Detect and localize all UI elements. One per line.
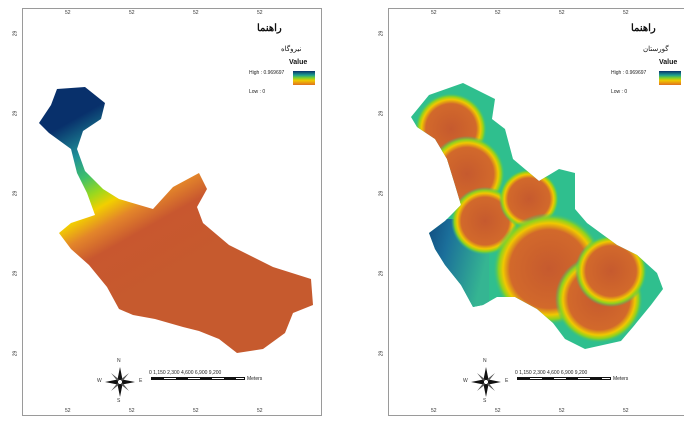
scale-unit: Meters: [247, 376, 263, 382]
legend-layer-name: گورستان: [643, 46, 669, 53]
tick-bottom: 52: [495, 408, 501, 414]
scale-bar-labels: 0 1,150 2,300 4,600 6,900 9,200: [515, 370, 588, 376]
tick-bottom: 52: [193, 408, 199, 414]
legend-title: راهنما: [257, 23, 282, 34]
tick-side: 29: [12, 270, 19, 277]
tick-bottom: 52: [623, 408, 629, 414]
tick-side: 29: [12, 110, 19, 117]
map-panel-power-plant: 52 52 52 52 52 52 52 52 29 29 29 29 29 ر…: [12, 8, 322, 416]
map-panel-cemetery: 52 52 52 52 52 52 52 52 29 29 29 29 29 ر…: [378, 8, 684, 416]
legend-title: راهنما: [631, 23, 656, 34]
north-arrow-icon: [105, 367, 135, 397]
legend-layer-name: نیروگاه: [281, 46, 302, 53]
scale-bar: [517, 377, 611, 380]
tick-top: 52: [193, 10, 199, 16]
compass-e: E: [505, 378, 509, 384]
scale-bar-labels: 0 1,150 2,300 4,600 6,900 9,200: [149, 370, 222, 376]
tick-top: 52: [495, 10, 501, 16]
tick-side: 29: [378, 270, 385, 277]
scale-unit: Meters: [613, 376, 629, 382]
legend-value-label: Value: [659, 59, 678, 66]
tick-top: 52: [257, 10, 263, 16]
heatmap-power-plant: [39, 87, 313, 353]
tick-bottom: 52: [65, 408, 71, 414]
legend-high: High : 0.969697: [249, 70, 285, 76]
legend-low: Low : 0: [249, 89, 266, 95]
tick-bottom: 52: [257, 408, 263, 414]
tick-bottom: 52: [559, 408, 565, 414]
tick-top: 52: [65, 10, 71, 16]
tick-side: 29: [378, 30, 385, 37]
heatmap-cemetery: [411, 83, 663, 349]
tick-side: 29: [12, 30, 19, 37]
compass-n: N: [483, 358, 487, 364]
compass-w: W: [463, 378, 468, 384]
tick-side: 29: [378, 190, 385, 197]
north-arrow-icon: [471, 367, 501, 397]
compass-w: W: [97, 378, 102, 384]
compass-e: E: [139, 378, 143, 384]
tick-side: 29: [378, 350, 385, 357]
scale-bar: [151, 377, 245, 380]
compass-s: S: [117, 398, 121, 404]
legend-color-ramp: [293, 71, 315, 85]
tick-side: 29: [12, 190, 19, 197]
tick-side: 29: [378, 110, 385, 117]
legend-value-label: Value: [289, 59, 308, 66]
tick-bottom: 52: [431, 408, 437, 414]
compass-s: S: [483, 398, 487, 404]
tick-top: 52: [129, 10, 135, 16]
tick-bottom: 52: [129, 408, 135, 414]
compass-n: N: [117, 358, 121, 364]
tick-top: 52: [559, 10, 565, 16]
tick-top: 52: [431, 10, 437, 16]
tick-side: 29: [12, 350, 19, 357]
tick-top: 52: [623, 10, 629, 16]
legend-color-ramp: [659, 71, 681, 85]
legend-high: High : 0.969697: [611, 70, 647, 76]
legend-low: Low : 0: [611, 89, 628, 95]
